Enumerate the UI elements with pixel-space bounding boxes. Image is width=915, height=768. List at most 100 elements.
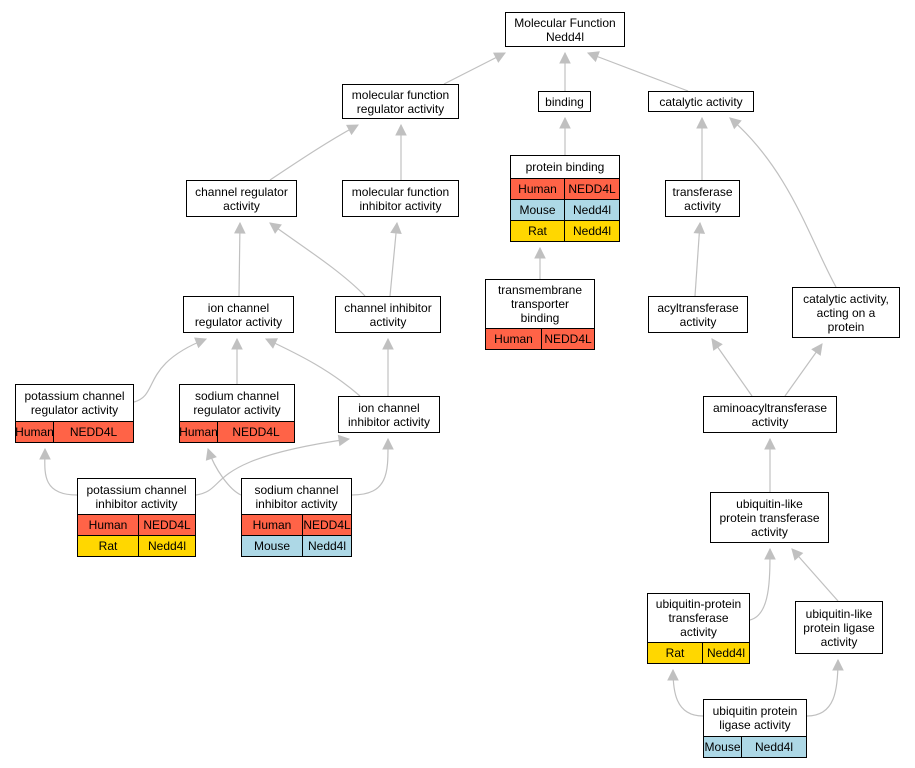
species-cell: Rat bbox=[511, 221, 565, 241]
arrowhead bbox=[382, 437, 394, 450]
arrowhead bbox=[382, 337, 394, 350]
gene-cell: Nedd4l bbox=[307, 539, 347, 553]
go-term-node-ion-channel-regulator[interactable]: ion channel regulator activity bbox=[183, 296, 294, 333]
edge-ubl-ligase-to-ubl-transferase bbox=[791, 548, 839, 602]
arrowhead bbox=[395, 123, 407, 136]
go-term-node-mf-regulator[interactable]: molecular function regulator activity bbox=[342, 84, 459, 119]
arrowhead bbox=[346, 124, 359, 136]
arrowhead bbox=[264, 338, 278, 349]
arrowhead bbox=[729, 117, 742, 130]
go-term-label: channel regulator activity bbox=[195, 184, 288, 213]
go-term-label: ubiquitin-protein transferase activity bbox=[655, 597, 742, 639]
edge-ub-ligase-to-ub-transferase bbox=[672, 669, 704, 717]
species-cell: Mouse bbox=[242, 536, 303, 556]
arrowhead bbox=[696, 116, 708, 129]
go-term-label: protein binding bbox=[525, 160, 605, 174]
gene-cell: Nedd4l bbox=[754, 740, 794, 754]
gene-cell: Nedd4l bbox=[706, 646, 746, 660]
arrowhead bbox=[791, 548, 804, 561]
go-term-label: binding bbox=[545, 94, 584, 109]
gene-cell: NEDD4L bbox=[232, 425, 280, 439]
go-term-node-acyltransferase[interactable]: acyltransferase activity bbox=[648, 296, 748, 333]
edge-ub-transferase-to-ubl-transferase bbox=[749, 548, 771, 621]
edge-aminoacyltransferase-to-catalytic-on-protein bbox=[784, 343, 823, 397]
arrowhead bbox=[493, 52, 506, 63]
go-term-node-channel-regulator[interactable]: channel regulator activity bbox=[186, 180, 297, 217]
edge-aminoacyltransferase-to-acyltransferase bbox=[711, 338, 753, 397]
arrowhead bbox=[764, 547, 776, 560]
go-term-label: Molecular Function Nedd4l bbox=[514, 15, 616, 44]
go-term-label: ion channel regulator activity bbox=[194, 300, 283, 329]
edge-k-channel-inhibitor-to-k-channel-regulator bbox=[44, 448, 78, 496]
arrowhead bbox=[559, 51, 571, 64]
species-cell: Human bbox=[242, 515, 303, 535]
go-term-node-root[interactable]: Molecular Function Nedd4l bbox=[505, 12, 625, 47]
go-term-label: potassium channel regulator activity bbox=[24, 389, 125, 417]
edge-channel-inhibitor-to-mf-inhibitor bbox=[389, 222, 398, 297]
go-term-label: ion channel inhibitor activity bbox=[347, 400, 431, 429]
go-term-label: channel inhibitor activity bbox=[344, 300, 432, 329]
go-term-node-ion-channel-inhibitor[interactable]: ion channel inhibitor activity bbox=[338, 396, 440, 433]
go-term-label: potassium channel inhibitor activity bbox=[86, 482, 187, 511]
arrowhead bbox=[337, 434, 351, 447]
go-term-node-catalytic[interactable]: catalytic activity bbox=[648, 91, 754, 112]
species-cell: Human bbox=[511, 179, 565, 199]
go-term-node-channel-inhibitor[interactable]: channel inhibitor activity bbox=[335, 296, 441, 333]
arrowhead bbox=[269, 222, 282, 234]
go-term-node-mf-inhibitor[interactable]: molecular function inhibitor activity bbox=[342, 180, 459, 217]
edge-mf-regulator-to-root bbox=[443, 52, 506, 85]
go-term-label: sodium channel inhibitor activity bbox=[254, 482, 339, 511]
arrowhead bbox=[205, 447, 217, 461]
go-term-node-catalytic-on-protein[interactable]: catalytic activity, acting on a protein bbox=[792, 287, 900, 338]
edge-na-channel-inhibitor-to-ion-channel-inhibitor bbox=[351, 438, 389, 496]
gene-cell: Nedd4l bbox=[572, 224, 612, 238]
annotation-row-rat: Rat Nedd4l bbox=[511, 220, 619, 241]
go-term-label: catalytic activity bbox=[659, 94, 743, 109]
arrowhead bbox=[811, 343, 823, 356]
arrowhead bbox=[667, 668, 679, 681]
arrowhead bbox=[39, 447, 51, 460]
arrowhead bbox=[764, 437, 776, 450]
species-cell: Mouse bbox=[511, 200, 565, 220]
go-term-label: transmembrane transporter binding bbox=[497, 283, 583, 325]
go-term-label: transferase activity bbox=[672, 184, 733, 213]
edge-k-channel-inhibitor-to-ion-channel-inhibitor bbox=[195, 438, 350, 496]
edge-channel-inhibitor-to-channel-regulator bbox=[269, 222, 366, 297]
edge-ion-channel-inhibitor-to-ion-channel-regulator bbox=[265, 338, 361, 397]
go-term-node-binding[interactable]: binding bbox=[538, 91, 591, 112]
edge-ion-channel-regulator-to-channel-regulator bbox=[238, 222, 241, 297]
arrowhead bbox=[832, 658, 844, 671]
go-term-node-ubl-transferase[interactable]: ubiquitin-like protein transferase activ… bbox=[710, 492, 829, 543]
edge-k-channel-regulator-to-ion-channel-regulator bbox=[133, 338, 207, 403]
go-term-label: ubiquitin-like protein transferase activ… bbox=[719, 496, 820, 539]
gene-cell: Nedd4l bbox=[147, 539, 187, 553]
edge-catalytic-to-root bbox=[587, 52, 689, 92]
arrowhead bbox=[693, 221, 706, 234]
go-term-node-aminoacyltransferase[interactable]: aminoacyltransferase activity bbox=[703, 396, 837, 433]
go-term-node-transferase[interactable]: transferase activity bbox=[665, 180, 740, 217]
go-term-label: molecular function regulator activity bbox=[351, 87, 450, 116]
arrowhead bbox=[231, 337, 243, 350]
edge-acyltransferase-to-transferase bbox=[694, 222, 701, 297]
go-term-node-ubl-ligase[interactable]: ubiquitin-like protein ligase activity bbox=[795, 601, 883, 654]
gene-cell: NEDD4L bbox=[544, 332, 592, 346]
species-cell: Human bbox=[486, 329, 542, 349]
arrowhead bbox=[390, 221, 402, 235]
